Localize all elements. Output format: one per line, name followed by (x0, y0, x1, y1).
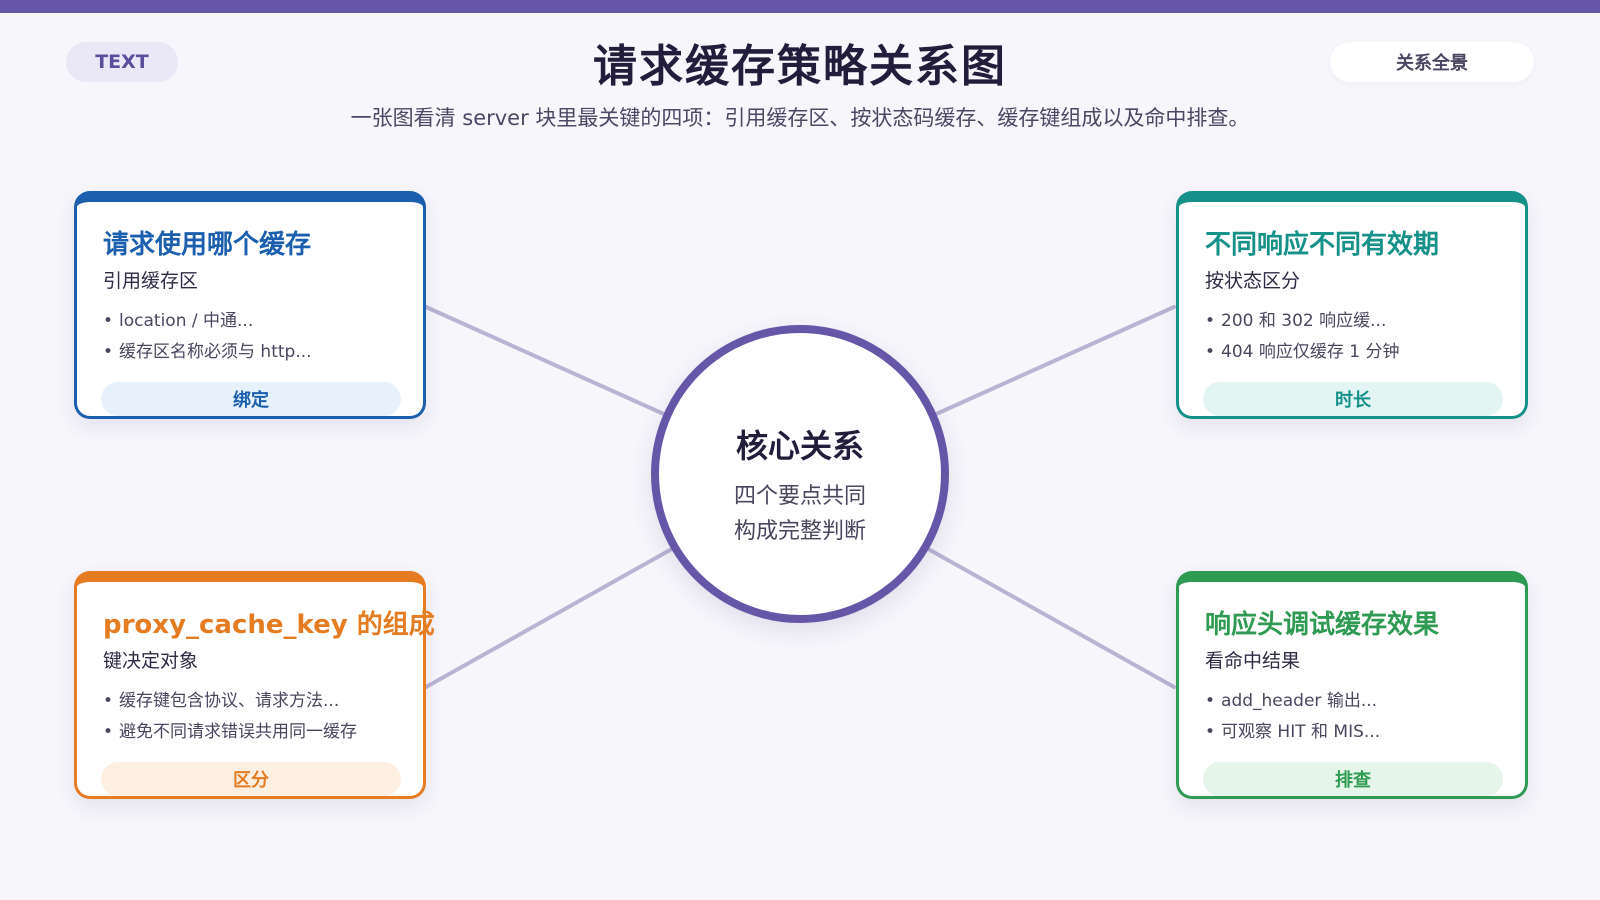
card-bullet-list: 200 和 302 响应缓... 404 响应仅缓存 1 分钟 (1205, 306, 1400, 368)
card-title: 不同响应不同有效期 (1205, 230, 1440, 260)
connector-top-left (424, 305, 668, 417)
card-tag-troubleshoot[interactable]: 排查 (1203, 762, 1503, 796)
card-cache-key[interactable]: proxy_cache_key 的组成 键决定对象 缓存键包含协议、请求方法..… (74, 571, 435, 799)
card-subtitle: 引用缓存区 (103, 270, 199, 292)
connector-bottom-left (424, 548, 672, 689)
card-bullet: location / 中通... (103, 306, 312, 337)
card-subtitle: 键决定对象 (103, 650, 199, 672)
card-bullet: 可观察 HIT 和 MIS... (1205, 717, 1380, 748)
card-cache-zone[interactable]: 请求使用哪个缓存 引用缓存区 location / 中通... 缓存区名称必须与… (74, 191, 426, 419)
center-hub: 核心关系 四个要点共同 构成完整判断 (651, 325, 949, 623)
connector-top-right (932, 305, 1176, 417)
overview-badge[interactable]: 关系全景 (1330, 42, 1534, 82)
card-bullet: 缓存区名称必须与 http... (103, 337, 312, 368)
card-title: 响应头调试缓存效果 (1205, 610, 1440, 640)
card-tag-bind[interactable]: 绑定 (101, 382, 401, 416)
center-description-line: 四个要点共同 (733, 484, 866, 509)
card-subtitle: 按状态区分 (1205, 270, 1301, 292)
card-bullet: add_header 输出... (1205, 686, 1380, 717)
page-title: 请求缓存策略关系图 (593, 41, 1007, 92)
card-subtitle: 看命中结果 (1205, 650, 1301, 672)
top-accent-bar (0, 0, 1600, 13)
card-bullet: 避免不同请求错误共用同一缓存 (103, 717, 357, 748)
card-title: 请求使用哪个缓存 (103, 230, 312, 260)
card-title: proxy_cache_key 的组成 (103, 610, 435, 640)
card-bullet: 缓存键包含协议、请求方法... (103, 686, 357, 717)
card-bullet: 200 和 302 响应缓... (1205, 306, 1400, 337)
card-bullet-list: add_header 输出... 可观察 HIT 和 MIS... (1205, 686, 1380, 748)
card-tag-distinguish[interactable]: 区分 (101, 762, 401, 796)
card-bullet-list: 缓存键包含协议、请求方法... 避免不同请求错误共用同一缓存 (103, 686, 357, 748)
connector-bottom-right (928, 548, 1176, 689)
center-description-line: 构成完整判断 (733, 519, 866, 544)
page-subtitle: 一张图看清 server 块里最关键的四项：引用缓存区、按状态码缓存、缓存键组成… (350, 106, 1250, 130)
card-status-validity[interactable]: 不同响应不同有效期 按状态区分 200 和 302 响应缓... 404 响应仅… (1176, 191, 1528, 419)
card-bullet: 404 响应仅缓存 1 分钟 (1205, 337, 1399, 368)
card-tag-duration[interactable]: 时长 (1203, 382, 1503, 416)
card-bullet-list: location / 中通... 缓存区名称必须与 http... (103, 306, 312, 368)
card-header-debug[interactable]: 响应头调试缓存效果 看命中结果 add_header 输出... 可观察 HIT… (1176, 571, 1528, 799)
center-title: 核心关系 (735, 427, 864, 465)
text-badge[interactable]: TEXT (66, 42, 178, 82)
